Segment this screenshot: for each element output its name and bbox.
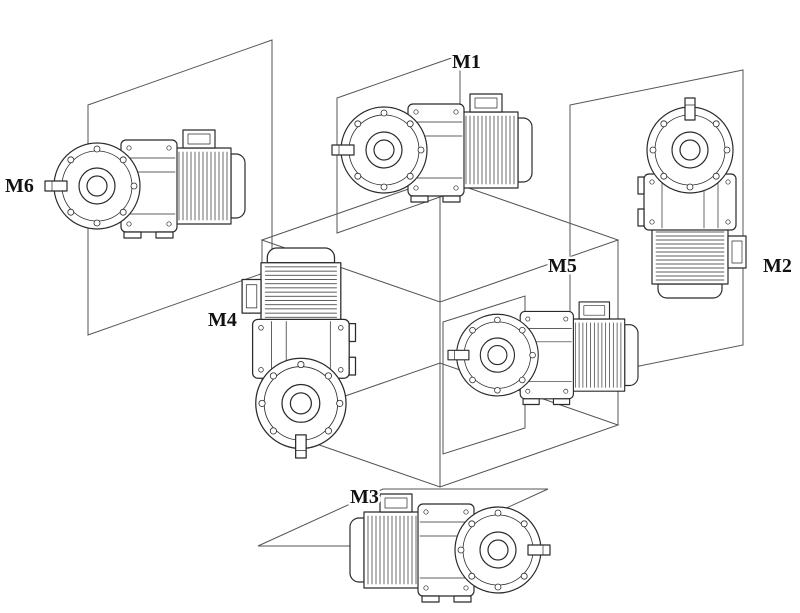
gearmotor-m4 (241, 247, 357, 459)
label-m2: M2 (763, 255, 792, 277)
label-m6: M6 (5, 175, 34, 197)
label-m5: M5 (548, 255, 577, 277)
label-m4: M4 (208, 309, 237, 331)
gearmotor-m5 (447, 301, 639, 406)
gearmotor-m1 (331, 93, 533, 203)
gearmotor-m6 (44, 129, 246, 239)
label-m3: M3 (350, 486, 379, 508)
mounting-plane-m2 (569, 69, 744, 381)
label-m1: M1 (452, 51, 481, 73)
position-labels: M1 M2 M3 M4 M5 M6 (3, 49, 795, 511)
mounting-plane-m5 (442, 295, 526, 455)
gearmotor-m3 (349, 493, 551, 603)
gearmotor-m2 (637, 97, 747, 299)
